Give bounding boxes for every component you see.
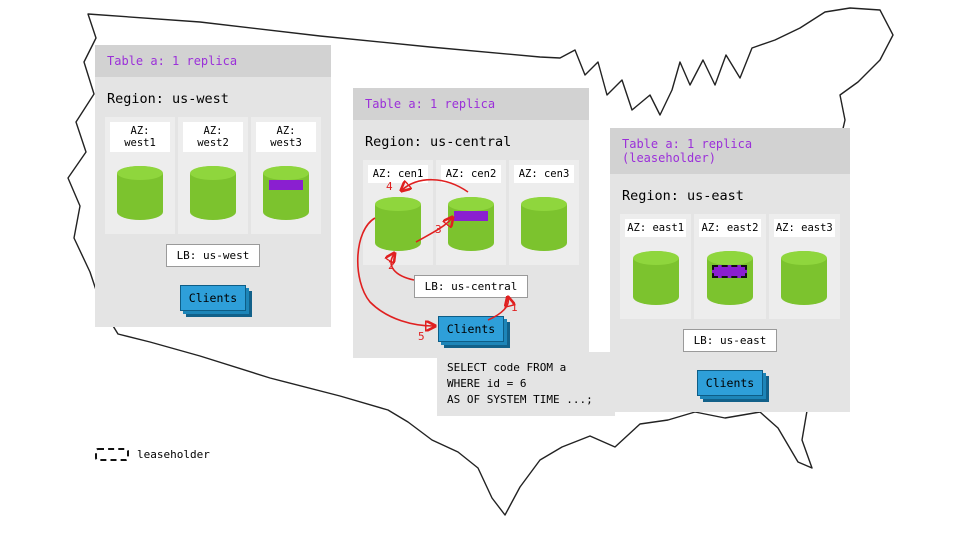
region-body: Region: us-east AZ: east1 AZ: east2 AZ: … xyxy=(610,174,850,412)
az-column-east3: AZ: east3 xyxy=(768,214,840,319)
az-row: AZ: east1 AZ: east2 AZ: east3 xyxy=(620,214,840,319)
table-replica-header: Table a: 1 replica xyxy=(353,88,589,120)
az-label: AZ: west1 xyxy=(110,122,170,152)
database-cylinder-icon xyxy=(190,166,236,220)
clients-button[interactable]: Clients xyxy=(697,370,763,396)
az-column-east1: AZ: east1 xyxy=(620,214,692,319)
load-balancer-label: LB: us-central xyxy=(413,275,529,298)
replica-band xyxy=(454,211,488,221)
az-label: AZ: east2 xyxy=(699,219,761,237)
leaseholder-band xyxy=(711,265,747,278)
az-row: AZ: cen1 AZ: cen2 AZ: cen3 xyxy=(363,160,579,265)
az-column-west1: AZ: west1 xyxy=(105,117,175,234)
database-cylinder-icon xyxy=(375,197,421,251)
database-cylinder-icon xyxy=(263,166,309,220)
database-cylinder-icon xyxy=(781,251,828,305)
az-label: AZ: east3 xyxy=(773,219,835,237)
az-column-cen2: AZ: cen2 xyxy=(436,160,506,265)
load-balancer-label: LB: us-east xyxy=(682,329,778,352)
az-column-west2: AZ: west2 xyxy=(178,117,248,234)
database-cylinder-icon xyxy=(448,197,494,251)
region-panel-us-central: Table a: 1 replica Region: us-central AZ… xyxy=(353,88,589,358)
region-title: Region: us-west xyxy=(107,91,229,107)
load-balancer-label: LB: us-west xyxy=(165,244,261,267)
az-label: AZ: west3 xyxy=(256,122,316,152)
az-column-west3: AZ: west3 xyxy=(251,117,321,234)
az-row: AZ: west1 AZ: west2 AZ: west3 xyxy=(105,117,321,234)
leaseholder-legend: leaseholder xyxy=(95,448,210,461)
database-cylinder-icon xyxy=(706,251,753,305)
az-column-cen3: AZ: cen3 xyxy=(509,160,579,265)
clients-button[interactable]: Clients xyxy=(180,285,246,311)
region-body: Region: us-central AZ: cen1 AZ: cen2 AZ:… xyxy=(353,120,589,358)
region-title: Region: us-east xyxy=(622,188,744,204)
database-cylinder-icon xyxy=(521,197,567,251)
database-cylinder-icon xyxy=(632,251,679,305)
region-title: Region: us-central xyxy=(365,134,512,150)
az-label: AZ: west2 xyxy=(183,122,243,152)
leaseholder-legend-icon xyxy=(95,448,129,461)
leaseholder-legend-label: leaseholder xyxy=(137,448,210,461)
clients-button[interactable]: Clients xyxy=(438,316,504,342)
sql-query-box: SELECT code FROM a WHERE id = 6 AS OF SY… xyxy=(437,352,615,416)
region-panel-us-west: Table a: 1 replica Region: us-west AZ: w… xyxy=(95,45,331,327)
region-panel-us-east: Table a: 1 replica (leaseholder) Region:… xyxy=(610,128,850,412)
table-replica-header: Table a: 1 replica (leaseholder) xyxy=(610,128,850,174)
az-label: AZ: east1 xyxy=(625,219,687,237)
az-label: AZ: cen2 xyxy=(441,165,501,183)
table-replica-header: Table a: 1 replica xyxy=(95,45,331,77)
region-body: Region: us-west AZ: west1 AZ: west2 AZ: … xyxy=(95,77,331,327)
az-column-east2: AZ: east2 xyxy=(694,214,766,319)
replica-band xyxy=(269,180,303,190)
az-column-cen1: AZ: cen1 xyxy=(363,160,433,265)
database-cylinder-icon xyxy=(117,166,163,220)
az-label: AZ: cen3 xyxy=(514,165,574,183)
az-label: AZ: cen1 xyxy=(368,165,428,183)
